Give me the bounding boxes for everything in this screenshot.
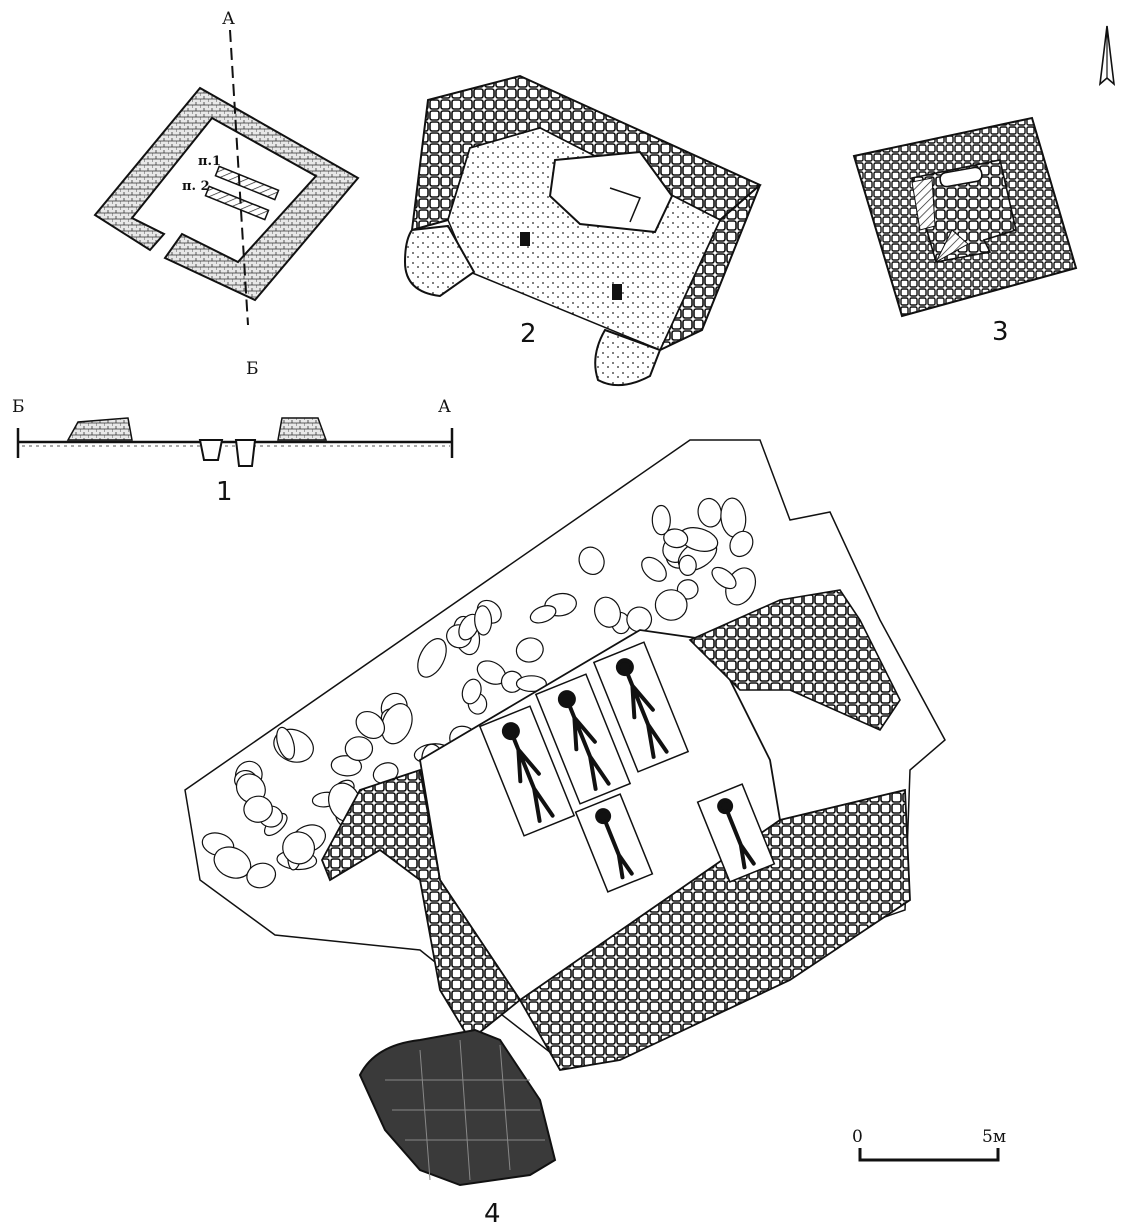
- loose-stone: [515, 675, 547, 692]
- mudbrick-wall-south: [518, 788, 911, 1071]
- figure-2-label: 2: [520, 319, 537, 349]
- loose-stone: [243, 795, 273, 823]
- figure-1-label: 1: [216, 477, 233, 507]
- burial-1-label: п.1: [198, 154, 221, 169]
- loose-stone: [515, 637, 544, 663]
- loose-stone: [461, 678, 482, 705]
- loose-stone: [663, 528, 689, 549]
- loose-stone: [282, 831, 316, 865]
- loose-stone: [276, 726, 296, 760]
- loose-stone: [626, 606, 653, 633]
- figure-3-label: 3: [992, 317, 1009, 347]
- burial-pit-2: [204, 185, 270, 221]
- section-line: [229, 29, 249, 326]
- section-label-right: А: [438, 397, 451, 417]
- loose-stone: [344, 736, 374, 762]
- loose-stone: [529, 605, 557, 624]
- loose-stone: [594, 596, 621, 628]
- section-label-left: Б: [12, 397, 25, 417]
- section-marker-top: А: [222, 9, 235, 29]
- figure-4-label: 4: [484, 1199, 501, 1229]
- skeletons: [501, 658, 756, 880]
- loose-stone: [729, 530, 754, 558]
- burial-pit-1: [214, 165, 280, 201]
- loose-stone: [380, 703, 413, 745]
- loose-stone: [711, 566, 737, 590]
- section-marker-bottom: Б: [246, 359, 259, 379]
- scale-end-label: 5м: [982, 1127, 1006, 1147]
- loose-stone: [355, 710, 386, 740]
- loose-stone: [330, 755, 363, 777]
- figure-3: 3: [852, 116, 1078, 347]
- north-arrow-icon: [1098, 25, 1116, 86]
- mudbrick-wall-west: [321, 768, 522, 1042]
- figure-2: 2: [403, 74, 762, 387]
- loose-stone: [651, 504, 671, 536]
- loose-stone: [578, 546, 605, 576]
- loose-stone: [417, 638, 447, 678]
- loose-stone: [678, 554, 697, 576]
- figure-1: п.1 п. 2 А Б Б А 1: [12, 9, 454, 507]
- figure-4: 4: [184, 439, 946, 1229]
- scale-start-label: 0: [852, 1127, 863, 1147]
- scale-bar: 0 5м: [852, 1127, 1006, 1162]
- loose-stone: [474, 605, 493, 636]
- mudbrick-wall-east: [688, 589, 901, 732]
- fig1-profile: [16, 417, 454, 467]
- loose-stone: [246, 862, 277, 889]
- shaded-pit: [358, 1028, 557, 1187]
- loose-stone: [654, 589, 688, 621]
- loose-stone: [641, 556, 667, 582]
- burial-2-label: п. 2: [182, 179, 210, 194]
- fig1-enclosure-plan: [93, 86, 360, 302]
